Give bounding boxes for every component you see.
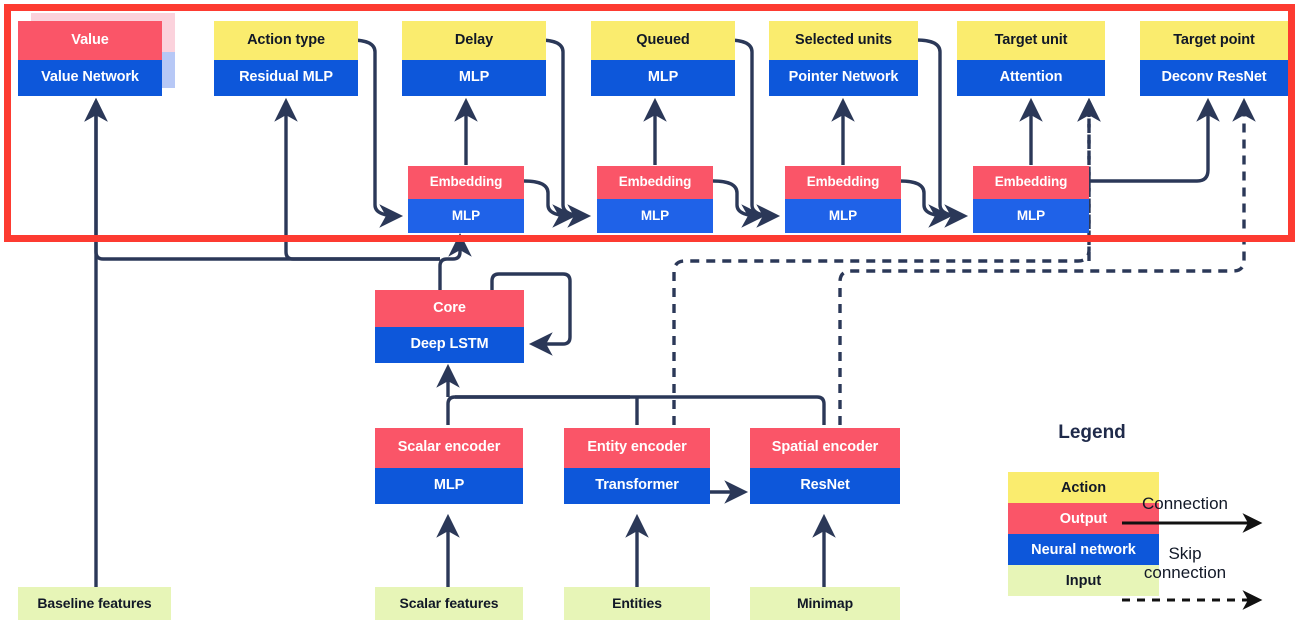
scalar-encoder[interactable]: Scalar encoder MLP [375,428,523,504]
wire-queued-to-embedding3 [727,38,781,228]
legend-swatch-input: Input [1008,565,1159,596]
input-minimap[interactable]: Minimap [750,587,900,620]
head-action-type[interactable]: Action type Residual MLP [214,21,358,96]
input-baseline-features-label: Baseline features [18,587,171,620]
spatial-encoder[interactable]: Spatial encoder ResNet [750,428,900,504]
spatial-encoder-bottom: ResNet [750,468,900,504]
core-top: Core [375,290,524,327]
head-target-unit[interactable]: Target unit Attention [957,21,1105,96]
scalar-encoder-top: Scalar encoder [375,428,523,468]
input-minimap-label: Minimap [750,587,900,620]
head-target-point-bottom: Deconv ResNet [1140,60,1288,96]
legend-swatch-output: Output [1008,503,1159,534]
head-target-point-top: Target point [1140,21,1288,60]
head-delay[interactable]: Delay MLP [402,21,546,96]
head-target-unit-bottom: Attention [957,60,1105,96]
head-selected-units[interactable]: Selected units Pointer Network [769,21,918,96]
skip-spatial-encoder-to-deconv-resnet [838,97,1256,425]
head-queued-top: Queued [591,21,735,60]
head-queued-bottom: MLP [591,60,735,96]
embedding-3[interactable]: Embedding MLP [785,166,901,233]
wire-selected-units-to-embedding4 [915,38,969,228]
core[interactable]: Core Deep LSTM [375,290,524,363]
embedding-1-bottom: MLP [408,199,524,233]
head-selected-units-bottom: Pointer Network [769,60,918,96]
wire-embedding2-to-embedding3 [712,179,766,228]
head-value-top: Value [18,21,162,60]
head-action-type-bottom: Residual MLP [214,60,358,96]
head-queued[interactable]: Queued MLP [591,21,735,96]
legend-swatch-neural-network: Neural network [1008,534,1159,565]
input-scalar-features[interactable]: Scalar features [375,587,523,620]
head-target-unit-top: Target unit [957,21,1105,60]
wire-embedding3-to-embedding4 [899,179,953,228]
embedding-3-bottom: MLP [785,199,901,233]
head-action-type-top: Action type [214,21,358,60]
legend-swatch-action: Action [1008,472,1159,503]
head-target-point[interactable]: Target point Deconv ResNet [1140,21,1288,96]
wire-embedding4-to-target-point [1088,97,1220,183]
head-delay-bottom: MLP [402,60,546,96]
scalar-encoder-bottom: MLP [375,468,523,504]
input-scalar-features-label: Scalar features [375,587,523,620]
wire-embedding1-to-embedding2 [523,179,577,228]
wire-delay-to-embedding2 [538,38,592,228]
entity-encoder-bottom: Transformer [564,468,710,504]
embedding-2-top: Embedding [597,166,713,199]
embedding-3-top: Embedding [785,166,901,199]
wire-entity-to-core-h [446,395,630,425]
head-selected-units-top: Selected units [769,21,918,60]
core-bottom: Deep LSTM [375,327,524,363]
entity-encoder[interactable]: Entity encoder Transformer [564,428,710,504]
legend-connection-label: Connection [1141,494,1228,513]
input-entities[interactable]: Entities [564,587,710,620]
embedding-2[interactable]: Embedding MLP [597,166,713,233]
legend-title: Legend [1058,422,1126,443]
embedding-4[interactable]: Embedding MLP [973,166,1089,233]
spatial-encoder-top: Spatial encoder [750,428,900,468]
legend-swatches: Action Output Neural network Input [1008,472,1159,596]
head-value-bottom: Value Network [18,60,162,96]
embedding-1[interactable]: Embedding MLP [408,166,524,233]
embedding-4-top: Embedding [973,166,1089,199]
embedding-4-bottom: MLP [973,199,1089,233]
head-delay-top: Delay [402,21,546,60]
wire-core-recurrent [490,272,572,356]
input-baseline-features[interactable]: Baseline features [18,587,171,620]
wire-core-bus-mid [284,249,440,261]
wire-action-type-to-embedding1 [350,38,404,228]
head-value[interactable]: Value Value Network [18,21,162,96]
input-entities-label: Entities [564,587,710,620]
embedding-2-bottom: MLP [597,199,713,233]
embedding-1-top: Embedding [408,166,524,199]
wire-spatial-to-core-h [455,395,826,425]
entity-encoder-top: Entity encoder [564,428,710,468]
